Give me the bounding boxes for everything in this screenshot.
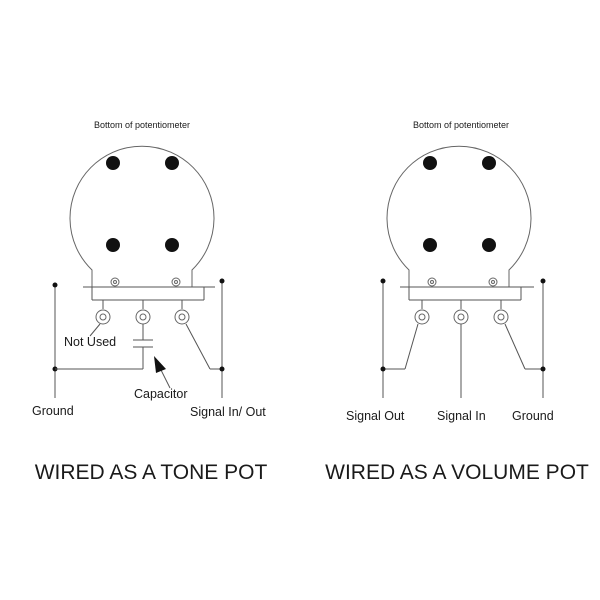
tone-ground-label: Ground (32, 404, 74, 418)
volume-hole-top-right (482, 156, 496, 170)
tone-pot-diagram: Bottom of potentiometer (32, 120, 267, 484)
tone-lug-2 (135, 300, 151, 325)
volume-hole-bottom-right (482, 238, 496, 252)
tone-hole-top-right (165, 156, 179, 170)
capacitor-label: Capacitor (134, 387, 188, 401)
volume-lug-3 (493, 300, 509, 325)
capacitor-arrow-icon (154, 356, 171, 389)
volume-signal-out-wire (380, 278, 419, 398)
tone-signal-wire (185, 278, 225, 398)
volume-ground-wire (504, 278, 546, 398)
not-used-label: Not Used (64, 335, 116, 349)
volume-lug-2 (453, 300, 469, 325)
volume-pot-diagram: Bottom of potentiometer (325, 120, 589, 484)
tone-hole-top-left (106, 156, 120, 170)
tone-lug-3 (174, 300, 190, 325)
volume-caption: WIRED AS A VOLUME POT (325, 461, 589, 484)
tone-hole-bottom-left (106, 238, 120, 252)
volume-bottom-label: Bottom of potentiometer (413, 120, 509, 130)
volume-ground-label: Ground (512, 409, 554, 423)
volume-hole-top-left (423, 156, 437, 170)
tone-bottom-label: Bottom of potentiometer (94, 120, 190, 130)
volume-pot-body (386, 145, 532, 287)
tone-hole-bottom-right (165, 238, 179, 252)
volume-signal-out-label: Signal Out (346, 409, 405, 423)
tone-ground-wire (52, 282, 58, 398)
volume-hole-bottom-left (423, 238, 437, 252)
tone-pot-body (69, 145, 215, 287)
tone-caption: WIRED AS A TONE POT (35, 461, 268, 484)
volume-lug-1 (414, 300, 430, 325)
capacitor-symbol (55, 324, 153, 370)
tone-lug-1 (95, 300, 111, 325)
tone-signal-label: Signal In/ Out (190, 405, 266, 419)
volume-signal-in-label: Signal In (437, 409, 486, 423)
